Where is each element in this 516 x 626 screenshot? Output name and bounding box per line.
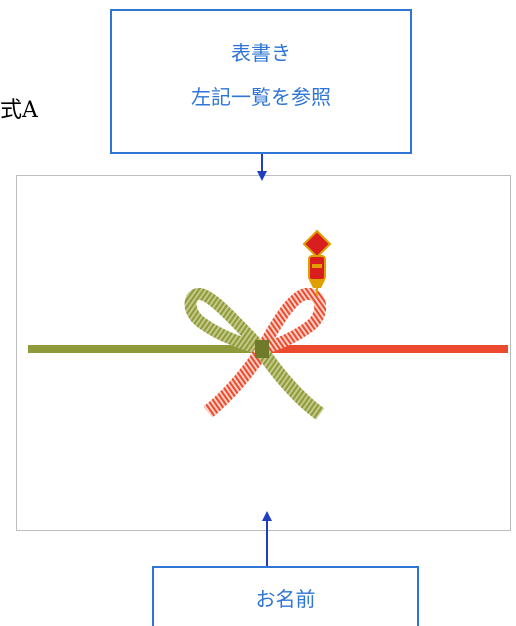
arrow-down-icon [257, 154, 267, 181]
name-label: お名前 [255, 587, 316, 611]
noshi-ornament-icon [302, 229, 332, 296]
omotegaki-callout: 表書き 左記一覧を参照 [110, 9, 412, 154]
form-style-label: 式A [0, 98, 38, 123]
omotegaki-note: 左記一覧を参照 [191, 85, 331, 109]
arrow-up-icon [262, 511, 272, 566]
omotegaki-title: 表書き [231, 41, 291, 65]
mizuhiki-bow [28, 288, 508, 420]
name-callout: お名前 [152, 566, 419, 626]
